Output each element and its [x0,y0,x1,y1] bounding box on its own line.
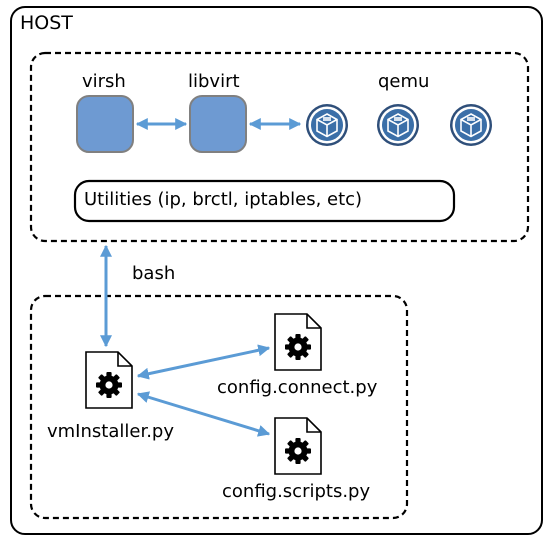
config-scripts-label: config.scripts.py [222,481,371,502]
vminstaller-label: vmInstaller.py [47,421,174,442]
config-scripts-file-icon [274,417,322,475]
arrow-installer-connect [136,344,271,380]
libvirt-label: libvirt [188,71,240,92]
installer-group [29,294,409,520]
config-connect-label: config.connect.py [217,377,378,398]
utilities-label: Utilities (ip, brctl, iptables, etc) [84,189,363,210]
virsh-box [76,95,134,153]
vminstaller-file-icon [85,351,133,409]
libvirt-box [189,95,247,153]
qemu-vm-icon-2 [376,102,420,148]
config-connect-file-icon [274,313,322,371]
virtualization-group [29,51,530,243]
qemu-vm-icon-1 [305,102,349,148]
host-frame [10,6,543,535]
virsh-label: virsh [82,71,126,92]
host-title: HOST [20,12,73,34]
arrow-installer-scripts [136,391,271,437]
bash-label: bash [132,263,176,284]
qemu-vm-icon-3 [449,102,493,148]
qemu-label: qemu [378,71,430,92]
utilities-box [73,179,456,223]
